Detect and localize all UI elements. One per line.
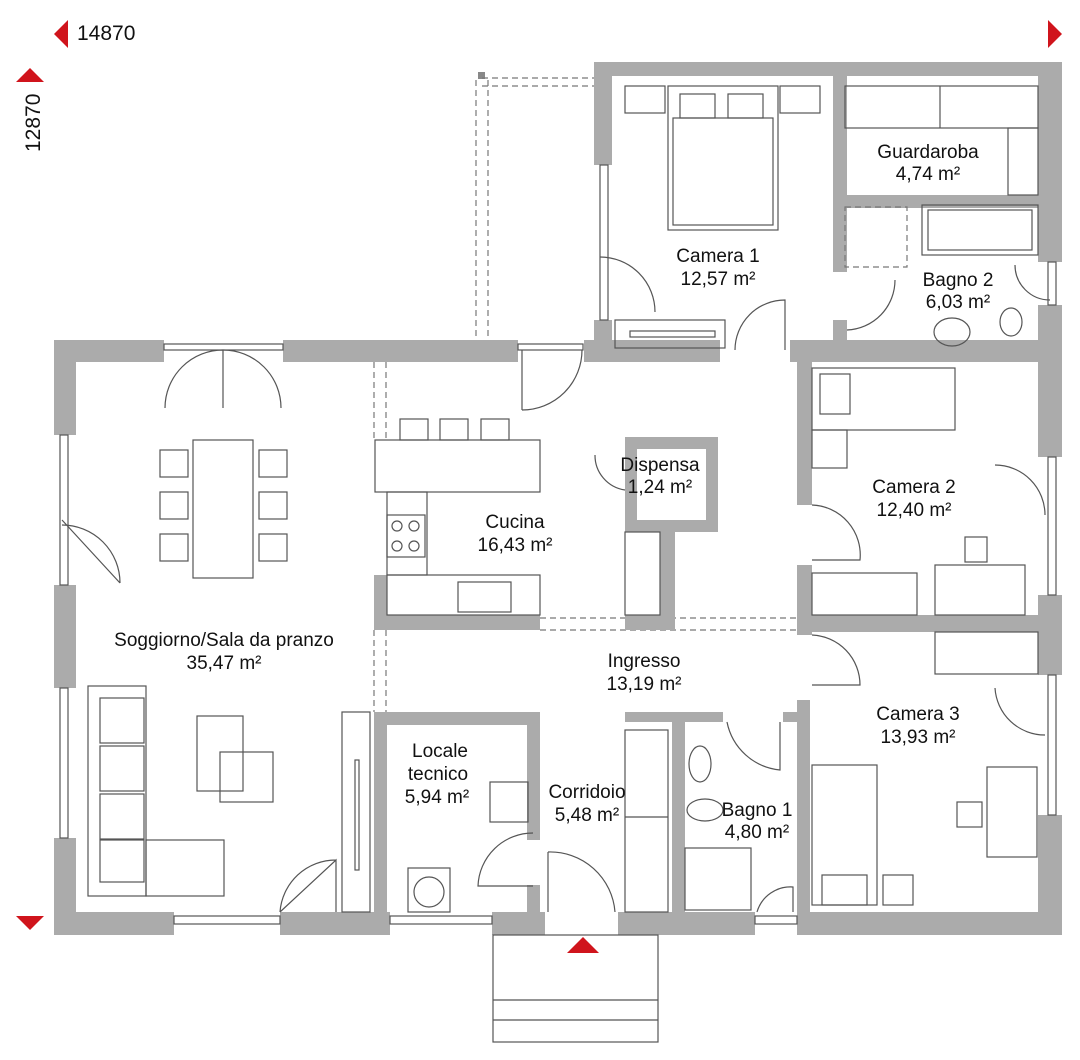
doors bbox=[61, 256, 1051, 913]
room-label-locale-tecnico: Locale tecnico 5,94 m² bbox=[405, 741, 469, 808]
dimension-arrow-up-icon bbox=[16, 68, 44, 82]
dimension-arrow-right-icon bbox=[1048, 20, 1062, 48]
room-label-corridoio: Corridoio 5,48 m² bbox=[548, 782, 625, 826]
room-label-camera-3: Camera 3 13,93 m² bbox=[876, 704, 959, 748]
svg-text:1,24 m²: 1,24 m² bbox=[628, 477, 692, 498]
svg-text:35,47 m²: 35,47 m² bbox=[187, 653, 262, 674]
svg-text:4,80 m²: 4,80 m² bbox=[725, 822, 789, 843]
svg-text:Bagno 2: Bagno 2 bbox=[923, 270, 994, 291]
windows bbox=[59, 164, 1057, 925]
room-label-cucina: Cucina 16,43 m² bbox=[478, 512, 553, 556]
room-label-bagno-2: Bagno 2 6,03 m² bbox=[923, 270, 994, 313]
svg-text:13,93 m²: 13,93 m² bbox=[881, 727, 956, 748]
room-label-ingresso: Ingresso 13,19 m² bbox=[607, 651, 682, 695]
svg-text:Guardaroba: Guardaroba bbox=[877, 142, 979, 163]
svg-text:Ingresso: Ingresso bbox=[608, 651, 681, 672]
svg-text:Camera 3: Camera 3 bbox=[876, 704, 959, 725]
room-label-camera-1: Camera 1 12,57 m² bbox=[676, 246, 759, 290]
svg-text:5,94 m²: 5,94 m² bbox=[405, 787, 469, 808]
svg-text:Corridoio: Corridoio bbox=[548, 782, 625, 803]
walls bbox=[54, 62, 1062, 935]
dimension-arrow-left-icon bbox=[54, 20, 68, 48]
svg-text:12,40 m²: 12,40 m² bbox=[877, 500, 952, 521]
svg-text:16,43 m²: 16,43 m² bbox=[478, 535, 553, 556]
dimension-arrow-down-icon bbox=[16, 916, 44, 930]
room-label-guardaroba: Guardaroba 4,74 m² bbox=[877, 142, 979, 185]
svg-text:Cucina: Cucina bbox=[485, 512, 545, 533]
svg-text:4,74 m²: 4,74 m² bbox=[896, 164, 960, 185]
svg-text:12,57 m²: 12,57 m² bbox=[681, 269, 756, 290]
height-dimension: 12870 bbox=[22, 94, 45, 152]
room-label-camera-2: Camera 2 12,40 m² bbox=[872, 477, 955, 521]
svg-text:Dispensa: Dispensa bbox=[620, 455, 700, 476]
room-label-bagno-1: Bagno 1 4,80 m² bbox=[722, 800, 793, 843]
svg-text:5,48 m²: 5,48 m² bbox=[555, 805, 619, 826]
svg-text:Camera 2: Camera 2 bbox=[872, 477, 955, 498]
entrance-arrow-icon bbox=[567, 937, 599, 953]
svg-text:Locale: Locale bbox=[412, 741, 468, 762]
room-label-dispensa: Dispensa 1,24 m² bbox=[620, 455, 700, 498]
svg-text:Soggiorno/Sala da pranzo: Soggiorno/Sala da pranzo bbox=[114, 630, 334, 651]
svg-text:Camera 1: Camera 1 bbox=[676, 246, 759, 267]
furniture bbox=[87, 85, 1039, 1043]
svg-text:6,03 m²: 6,03 m² bbox=[926, 292, 990, 313]
svg-text:13,19 m²: 13,19 m² bbox=[607, 674, 682, 695]
room-label-soggiorno: Soggiorno/Sala da pranzo 35,47 m² bbox=[114, 630, 334, 674]
width-dimension: 14870 bbox=[77, 22, 135, 45]
svg-text:Bagno 1: Bagno 1 bbox=[722, 800, 793, 821]
svg-text:tecnico: tecnico bbox=[408, 764, 468, 785]
pergola-outline bbox=[373, 72, 797, 712]
